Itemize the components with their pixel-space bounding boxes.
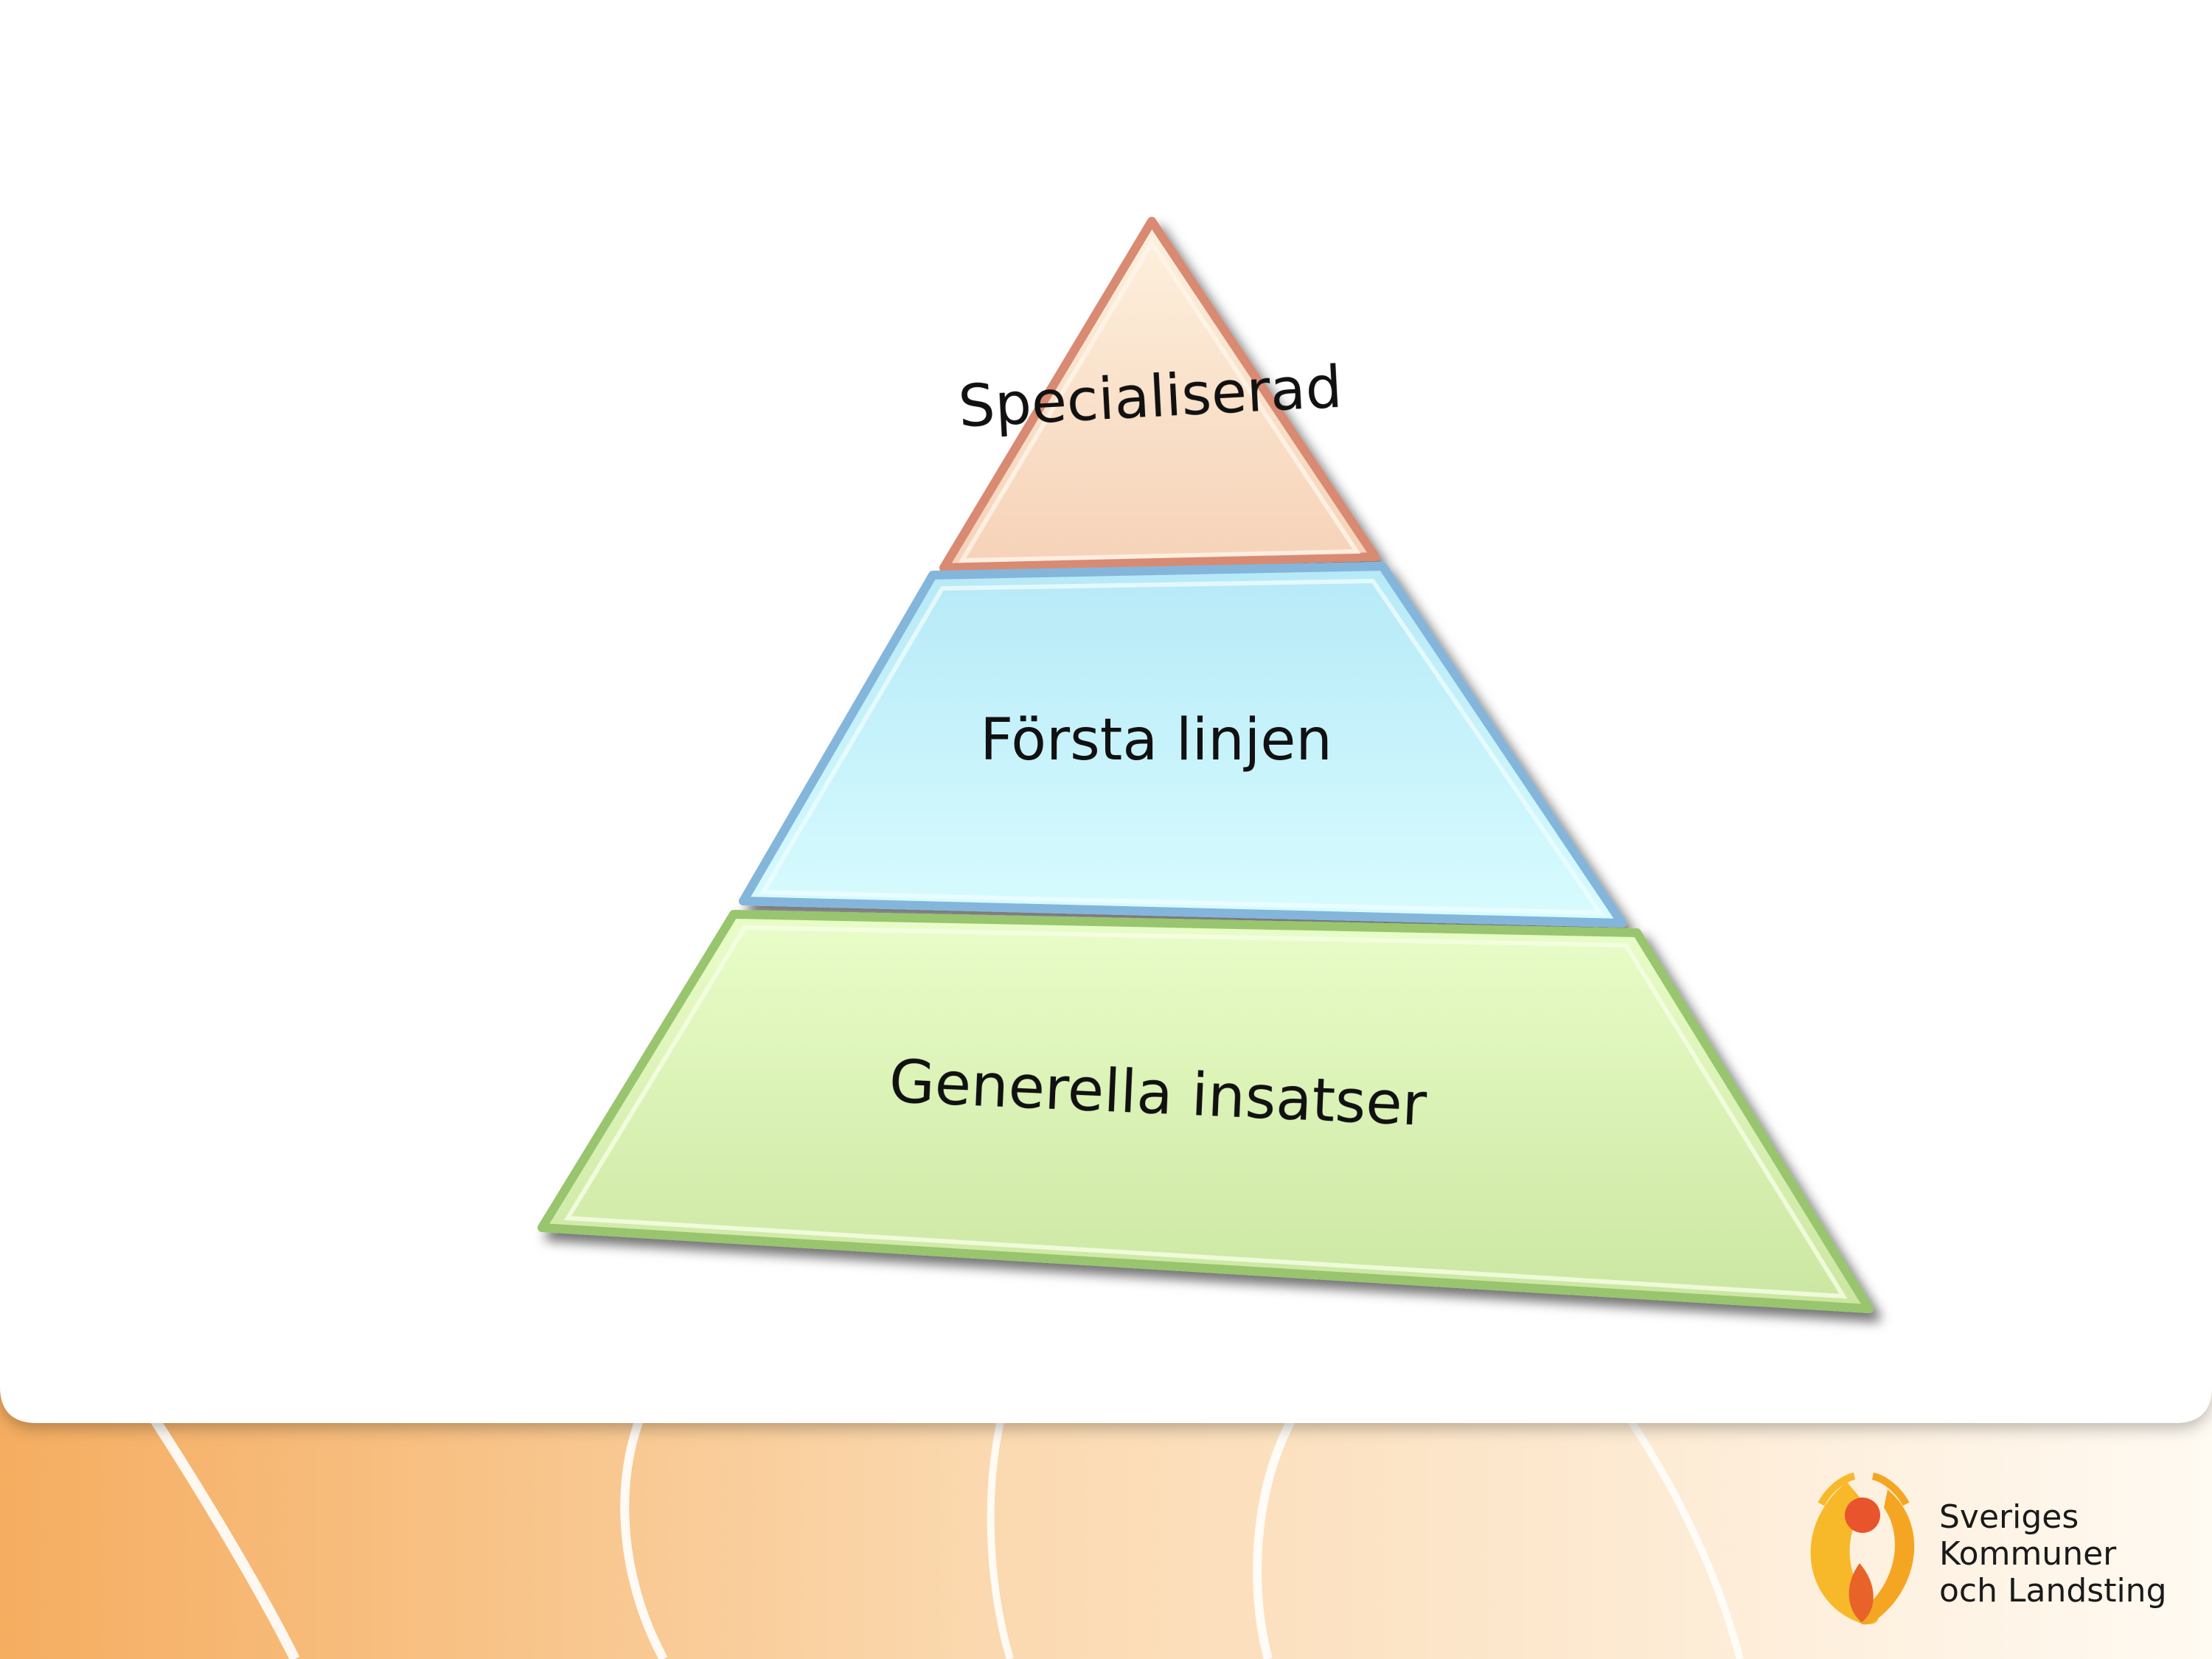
pyramid-level-forsta-linjen [739, 562, 1627, 928]
logo-line-3: och Landsting [1939, 1572, 2167, 1610]
skl-figure-icon [1810, 1472, 1915, 1625]
pyramid-label-middle: Första linjen [980, 707, 1332, 773]
skl-logo: Sveriges Kommuner och Landsting [1810, 1472, 2167, 1625]
pyramid-level-generella-insatser [538, 910, 1874, 1313]
logo-line-1: Sveriges [1939, 1498, 2079, 1536]
logo-line-2: Kommuner [1939, 1535, 2117, 1573]
pyramid-diagram [538, 217, 1874, 1313]
pyramid-level-specialiserad [939, 217, 1380, 572]
